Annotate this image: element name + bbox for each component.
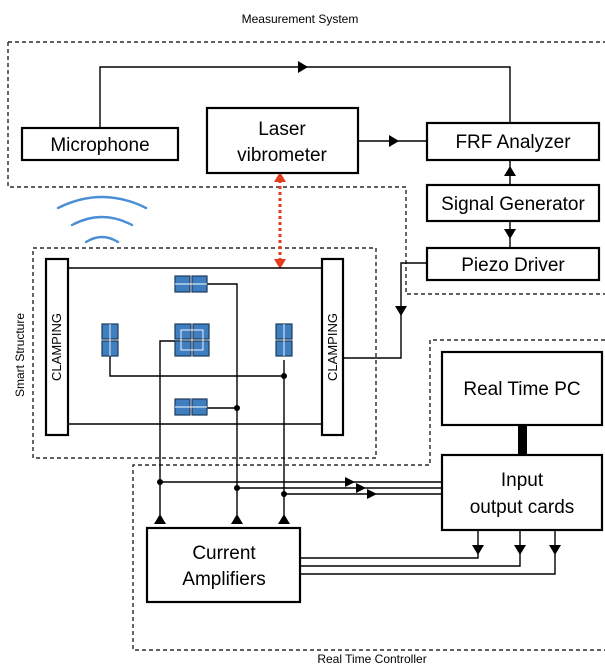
smart-structure-outline	[32, 247, 377, 459]
signal-generator-box	[425, 183, 601, 223]
measurement-wires	[99, 61, 516, 359]
piezo-driver-box	[425, 246, 601, 282]
structure-wiring	[68, 267, 322, 515]
real-time-pc-box	[440, 350, 604, 427]
io-cards-label-1: Input	[501, 470, 544, 491]
laser-beam	[274, 172, 286, 269]
measurement-system-label: Measurement System	[242, 12, 359, 26]
io-cards-box	[440, 453, 604, 532]
smart-structure-label: Smart Structure	[13, 313, 27, 397]
current-amplifiers-box	[145, 526, 302, 604]
microphone-label: Microphone	[50, 135, 149, 156]
sound-wave-icon	[56, 195, 148, 244]
laser-vibrometer-label-1: Laser	[258, 119, 306, 140]
piezo-driver-label: Piezo Driver	[461, 255, 565, 276]
piezo-patch-center	[174, 323, 210, 357]
frf-analyzer-label: FRF Analyzer	[455, 132, 571, 153]
controller-wires	[154, 425, 561, 575]
microphone-box	[20, 126, 180, 162]
current-amplifiers-label-2: Amplifiers	[182, 569, 265, 590]
signal-generator-label: Signal Generator	[441, 194, 585, 215]
laser-vibrometer-label-2: vibrometer	[237, 145, 327, 166]
real-time-controller-outline	[132, 339, 605, 651]
piezo-patch-left	[101, 323, 119, 357]
piezo-patch-right	[275, 323, 293, 357]
current-amplifiers-label-1: Current	[192, 543, 256, 564]
measurement-system-outline	[7, 41, 605, 295]
piezo-patch-top	[174, 275, 208, 293]
clamping-right-bar	[320, 257, 345, 437]
clamping-right-label: CLAMPING	[325, 313, 340, 381]
io-cards-label-2: output cards	[470, 497, 575, 518]
real-time-controller-label: Real Time Controller	[317, 652, 426, 666]
laser-vibrometer-box	[205, 106, 360, 175]
clamping-left-bar	[44, 257, 70, 437]
clamping-left-label: CLAMPING	[49, 313, 64, 381]
piezo-patch-bottom	[174, 398, 208, 416]
frf-analyzer-box	[425, 121, 601, 162]
real-time-pc-label: Real Time PC	[463, 379, 580, 400]
